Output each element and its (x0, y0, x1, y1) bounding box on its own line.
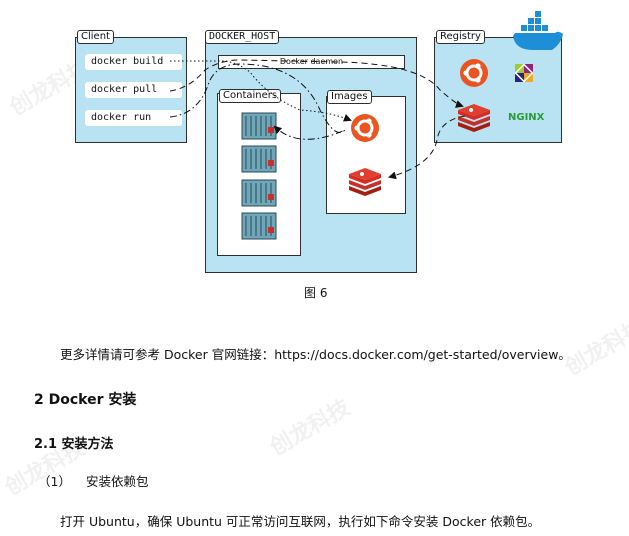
step-number: （1） (38, 474, 71, 489)
client-box: docker build docker pull docker run (75, 37, 187, 143)
section-heading-2-1: 2.1 安装方法 (34, 437, 114, 452)
container-icon (241, 212, 277, 240)
ubuntu-image-icon (351, 114, 379, 142)
redis-image-icon (349, 168, 381, 196)
cmd-docker-run: docker run (85, 110, 182, 126)
docker-whale-icon (513, 11, 563, 50)
figure-caption: 图 6 (304, 286, 328, 300)
nginx-logo: NGINX (508, 112, 545, 123)
ubuntu-icon (460, 59, 488, 87)
cmd-docker-build: docker build (85, 54, 182, 70)
pull-to-image-arrow (388, 115, 466, 180)
docker-host-label: DOCKER_HOST (205, 30, 280, 44)
container-icon (241, 179, 277, 207)
registry-box (434, 37, 562, 143)
watermark: 创龙科技 (265, 395, 355, 461)
pull-flow-arrow (169, 59, 464, 108)
run-flow-arrow (169, 63, 346, 140)
step-title: 安装依赖包 (86, 474, 149, 489)
redis-icon (458, 104, 490, 132)
diagram-graphics: NGINX (169, 11, 563, 240)
more-info-paragraph: 更多详情请可参考 Docker 官网链接：https://docs.docker… (60, 347, 571, 362)
containers-label: Containers (219, 89, 282, 103)
centos-icon (514, 63, 534, 83)
install-paragraph: 打开 Ubuntu，确保 Ubuntu 可正常访问互联网，执行如下命令安装 Do… (60, 514, 541, 529)
container-icon (241, 112, 277, 140)
images-label: Images (327, 90, 372, 104)
registry-label: Registry (436, 30, 485, 44)
client-label: Client (77, 30, 114, 44)
container-icon (241, 145, 277, 173)
cmd-docker-pull: docker pull (85, 82, 182, 98)
build-flow-arrow (170, 60, 352, 122)
section-heading-2: 2 Docker 安装 (34, 392, 137, 408)
